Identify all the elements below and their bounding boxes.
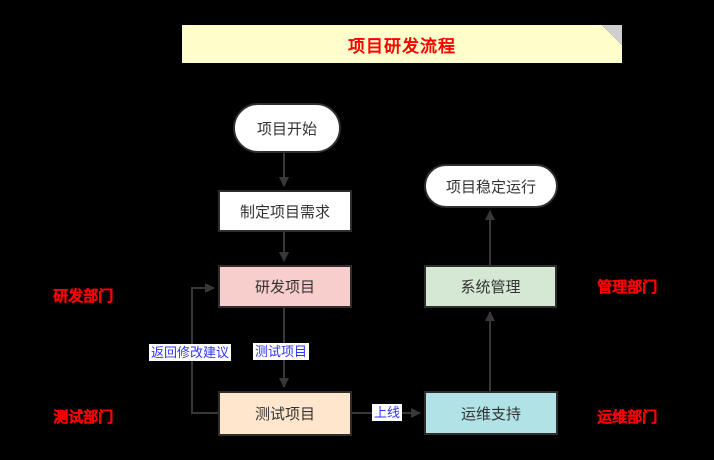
node-ops-support-label: 运维支持 (460, 405, 521, 423)
department-label-test: 测试部门 (53, 409, 114, 426)
node-system-management: 系统管理 (424, 265, 557, 308)
node-project-start: 项目开始 (233, 103, 341, 153)
diagram-title: 项目研发流程 (348, 36, 456, 56)
node-define-requirements: 制定项目需求 (218, 190, 352, 232)
title-banner: 项目研发流程 (182, 25, 622, 63)
node-stable-operation-label: 项目稳定运行 (445, 178, 536, 196)
edge-label-feedback: 返回修改建议 (149, 344, 232, 361)
node-stable-operation: 项目稳定运行 (424, 164, 558, 208)
node-test-project-label: 测试项目 (254, 406, 315, 423)
department-label-mgmt: 管理部门 (597, 279, 658, 296)
edge-label-go-live: 上线 (372, 404, 403, 421)
department-label-ops: 运维部门 (597, 409, 658, 426)
node-project-start-label: 项目开始 (256, 120, 317, 138)
node-ops-support: 运维支持 (424, 391, 558, 435)
edge-label-test-project: 测试项目 (253, 343, 310, 360)
node-test-project: 测试项目 (218, 391, 352, 436)
node-develop-project: 研发项目 (218, 265, 352, 308)
department-label-dev: 研发部门 (53, 288, 114, 305)
node-define-requirements-label: 制定项目需求 (239, 203, 330, 221)
node-system-management-label: 系统管理 (460, 279, 521, 296)
node-develop-project-label: 研发项目 (254, 279, 315, 296)
